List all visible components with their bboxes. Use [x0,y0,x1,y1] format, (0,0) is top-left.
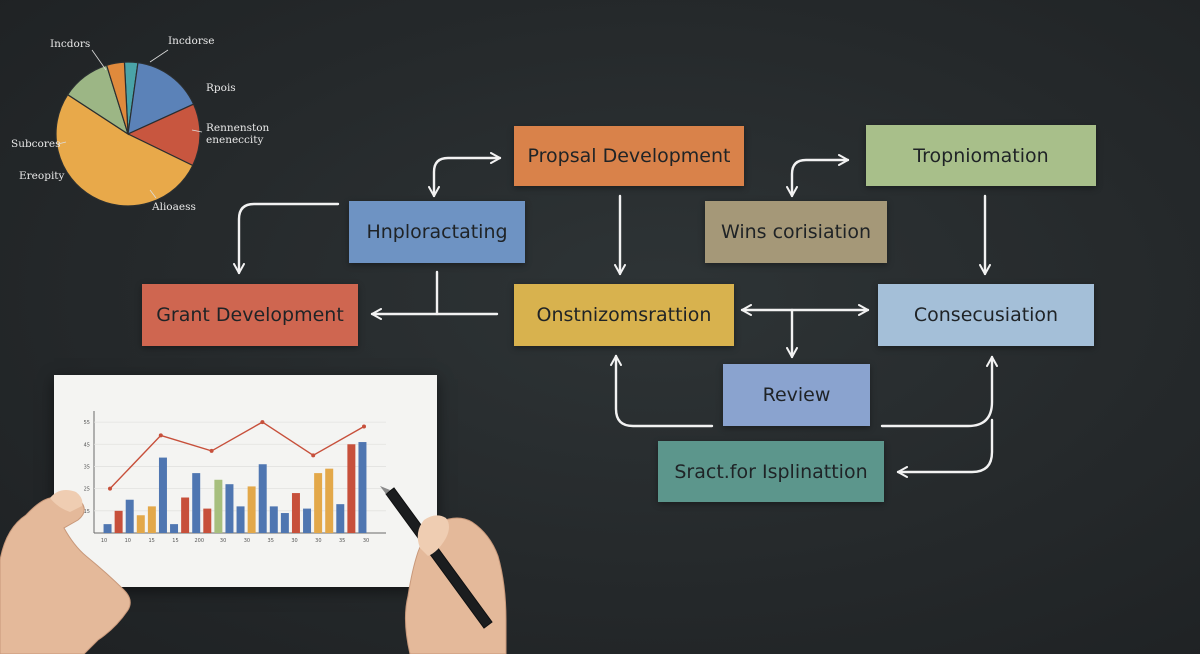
paper-bar [336,504,345,533]
pie-leader-alioaess [149,189,157,199]
pie-label-incdors: Incdors [50,38,91,50]
arrow-review-to-onstnizom [610,354,714,428]
pie-leader-subcores [57,141,67,145]
printed-chart-paper: 15 25 35 45 55 10 10 15 15 200 30 30 35 30 30 35 30 [54,375,437,587]
paper-xtick-label: 15 [172,538,178,544]
paper-bar [203,508,212,533]
paper-xtick-label: 15 [148,538,154,544]
paper-ytick-label: 15 [84,509,90,515]
paper-bar [192,473,201,533]
paper-xtick-label: 30 [315,538,321,544]
paper-xtick-label: 30 [244,538,250,544]
wins-corisiation-label: Wins corisiation [720,221,871,243]
consecusiation-label: Consecusiation [913,304,1059,326]
sract-for-isplinattion-box: Sract.for Isplinattion [658,441,884,502]
pie-label-rennenston: Rennenston [206,122,270,134]
paper-bar [114,510,123,533]
onstnizomsrattion-label: Onstnizomsrattion [536,304,712,326]
paper-line-point [108,486,112,491]
paper-bar [125,499,134,533]
paper-ytick-label: 55 [84,420,90,426]
pie-slice-2 [127,62,195,135]
left-thumb [50,490,83,512]
paper-xtick-label: 30 [291,538,297,544]
paper-bar [258,464,267,533]
paper-bar [170,524,179,533]
review-label: Review [762,384,831,406]
paper-line-point [209,448,214,453]
pie-label-incdorse: Incdorse [168,35,215,47]
onstnizomsrattion-box: Onstnizomsrattion [514,284,734,346]
paper-xtick-label: 10 [125,538,131,544]
pie-label-subcores: Subcores [11,138,61,150]
pie-slice-4 [55,93,194,207]
pen-tip [380,486,390,494]
arrow-loop-to-tropnio [786,154,850,198]
paper-bar [247,486,256,533]
review-box: Review [723,364,870,426]
paper-bar-chart: 15 25 35 45 55 10 10 15 15 200 30 30 35 30 30 35 30 [84,411,386,544]
paper-bar [236,506,245,533]
paper-bar [181,497,190,533]
arrow-to-sract [896,418,994,478]
pie-label-alioaess: Alioaess [152,201,196,213]
right-thumb [417,515,449,556]
paper-xtick-label: 35 [339,538,345,544]
paper-bar [314,473,323,533]
propsal-development-label: Propsal Development [527,145,731,167]
pie-slice-3 [126,103,201,167]
paper-bar [103,524,112,533]
sract-for-isplinattion-label: Sract.for Isplinattion [674,460,868,483]
arrow-loop-to-propsal [428,152,502,198]
arrow-hnplor-to-grant [233,202,340,275]
paper-line-point [158,433,163,438]
paper-ytick-label: 45 [84,442,90,448]
paper-bar [291,493,300,533]
consecusiation-box: Consecusiation [878,284,1094,346]
grant-development-box: Grant Development [142,284,358,346]
paper-xtick-label: 30 [363,538,369,544]
paper-bar [269,506,278,533]
paper-trend-line [109,421,365,490]
hnploractating-label: Hnploractating [366,221,508,243]
paper-line-point [260,420,265,425]
pie-leader-incdors [91,49,107,71]
paper-bar [147,506,156,533]
paper-bar [358,442,367,533]
paper-bar [347,444,356,533]
pen [385,487,493,629]
paper-bar [225,484,234,533]
wins-corisiation-box: Wins corisiation [705,201,887,263]
paper-xtick-label: 30 [220,538,226,544]
pie-label-rpois: Rpois [206,82,236,94]
tropniomation-label: Tropniomation [913,144,1049,167]
pie-label-ereopity: Ereopity [19,170,65,182]
paper-ytick-label: 25 [84,487,90,493]
paper-bar [214,479,223,533]
paper-bar [158,457,167,533]
paper-bar [136,515,145,533]
paper-xtick-label: 10 [101,538,107,544]
pie-slice-6 [105,61,129,135]
hnploractating-box: Hnploractating [349,201,525,263]
pie-label-eneneccity: eneneccity [206,134,264,146]
paper-xtick-label: 200 [194,538,204,544]
pie-chart [55,49,203,207]
propsal-development-box: Propsal Development [514,126,744,186]
paper-xtick-label: 35 [268,538,274,544]
grant-development-label: Grant Development [156,304,344,326]
paper-bar [325,468,334,533]
tropniomation-box: Tropniomation [866,125,1096,186]
pie-leader-incdorse [149,49,169,63]
paper-bar [303,508,312,533]
pie-leader-rennenston [191,129,203,133]
arrow-review-to-consec [880,355,998,428]
left-hand [0,496,131,654]
paper-ytick-label: 35 [84,464,90,470]
paper-bar [280,513,289,533]
paper-line-point [362,424,366,429]
paper-line-point [311,453,316,458]
